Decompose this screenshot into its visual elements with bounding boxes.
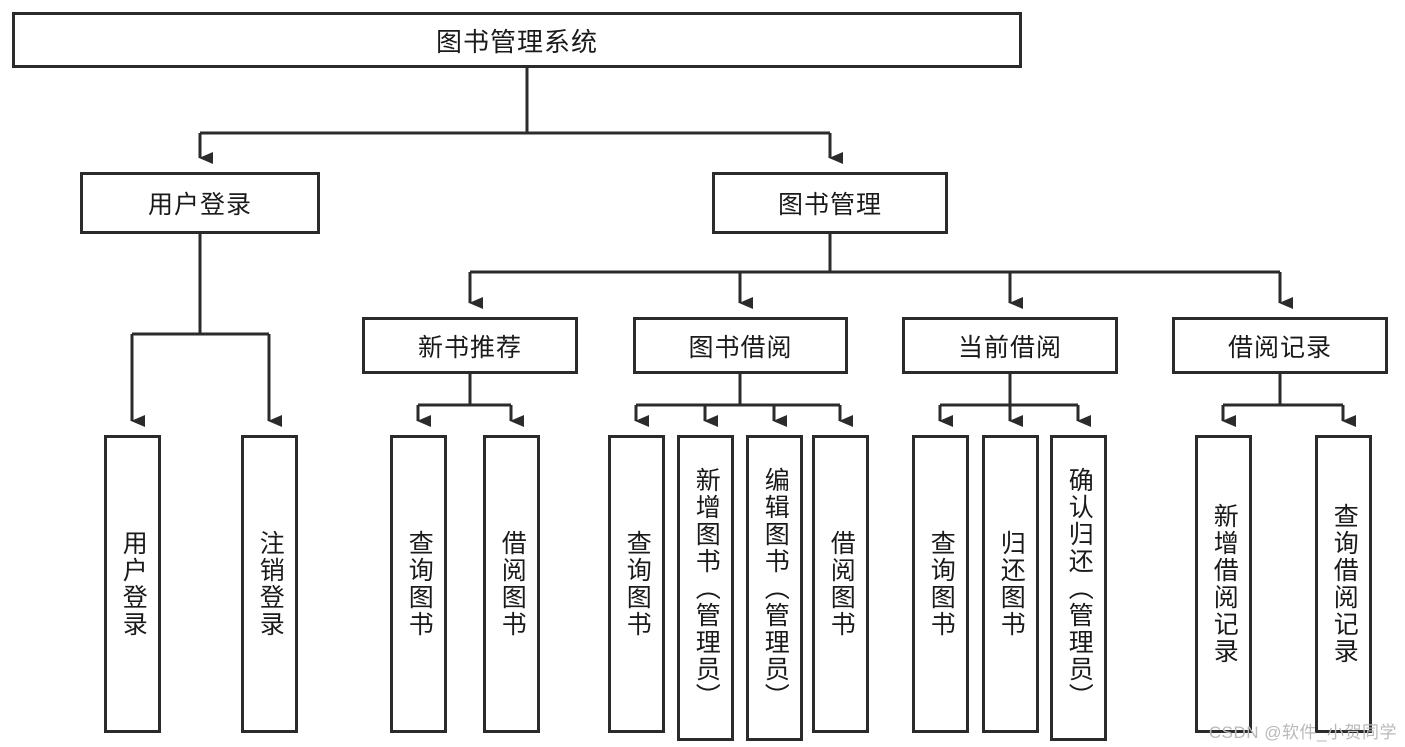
- node-leaf-confirm-return-admin[interactable]: 确认归还（管理员）: [1050, 435, 1107, 741]
- node-user-login[interactable]: 用户登录: [80, 172, 320, 234]
- node-leaf-query-borrow-record[interactable]: 查询借阅记录: [1315, 435, 1372, 733]
- node-leaf-edit-book-admin[interactable]: 编辑图书（管理员）: [746, 435, 803, 741]
- node-leaf-return-book[interactable]: 归还图书: [982, 435, 1039, 733]
- watermark: CSDN @软件_小贺同学: [1208, 723, 1397, 742]
- node-leaf-borrow-book[interactable]: 借阅图书: [812, 435, 869, 733]
- node-current-borrow[interactable]: 当前借阅: [902, 317, 1118, 374]
- node-leaf-query-book-borrow[interactable]: 查询图书: [608, 435, 665, 733]
- node-root[interactable]: 图书管理系统: [12, 12, 1022, 68]
- node-leaf-user-logout[interactable]: 注销登录: [241, 435, 298, 733]
- node-leaf-add-book-admin[interactable]: 新增图书（管理员）: [677, 435, 734, 741]
- node-leaf-add-borrow-record[interactable]: 新增借阅记录: [1195, 435, 1252, 733]
- node-borrow-record[interactable]: 借阅记录: [1172, 317, 1388, 374]
- node-new-book-rec[interactable]: 新书推荐: [362, 317, 578, 374]
- node-leaf-query-book-rec[interactable]: 查询图书: [390, 435, 447, 733]
- node-leaf-query-book-current[interactable]: 查询图书: [912, 435, 969, 733]
- node-leaf-user-login[interactable]: 用户登录: [104, 435, 161, 733]
- node-book-borrow[interactable]: 图书借阅: [633, 317, 848, 374]
- node-leaf-borrow-book-rec[interactable]: 借阅图书: [483, 435, 540, 733]
- node-book-manage[interactable]: 图书管理: [712, 172, 948, 234]
